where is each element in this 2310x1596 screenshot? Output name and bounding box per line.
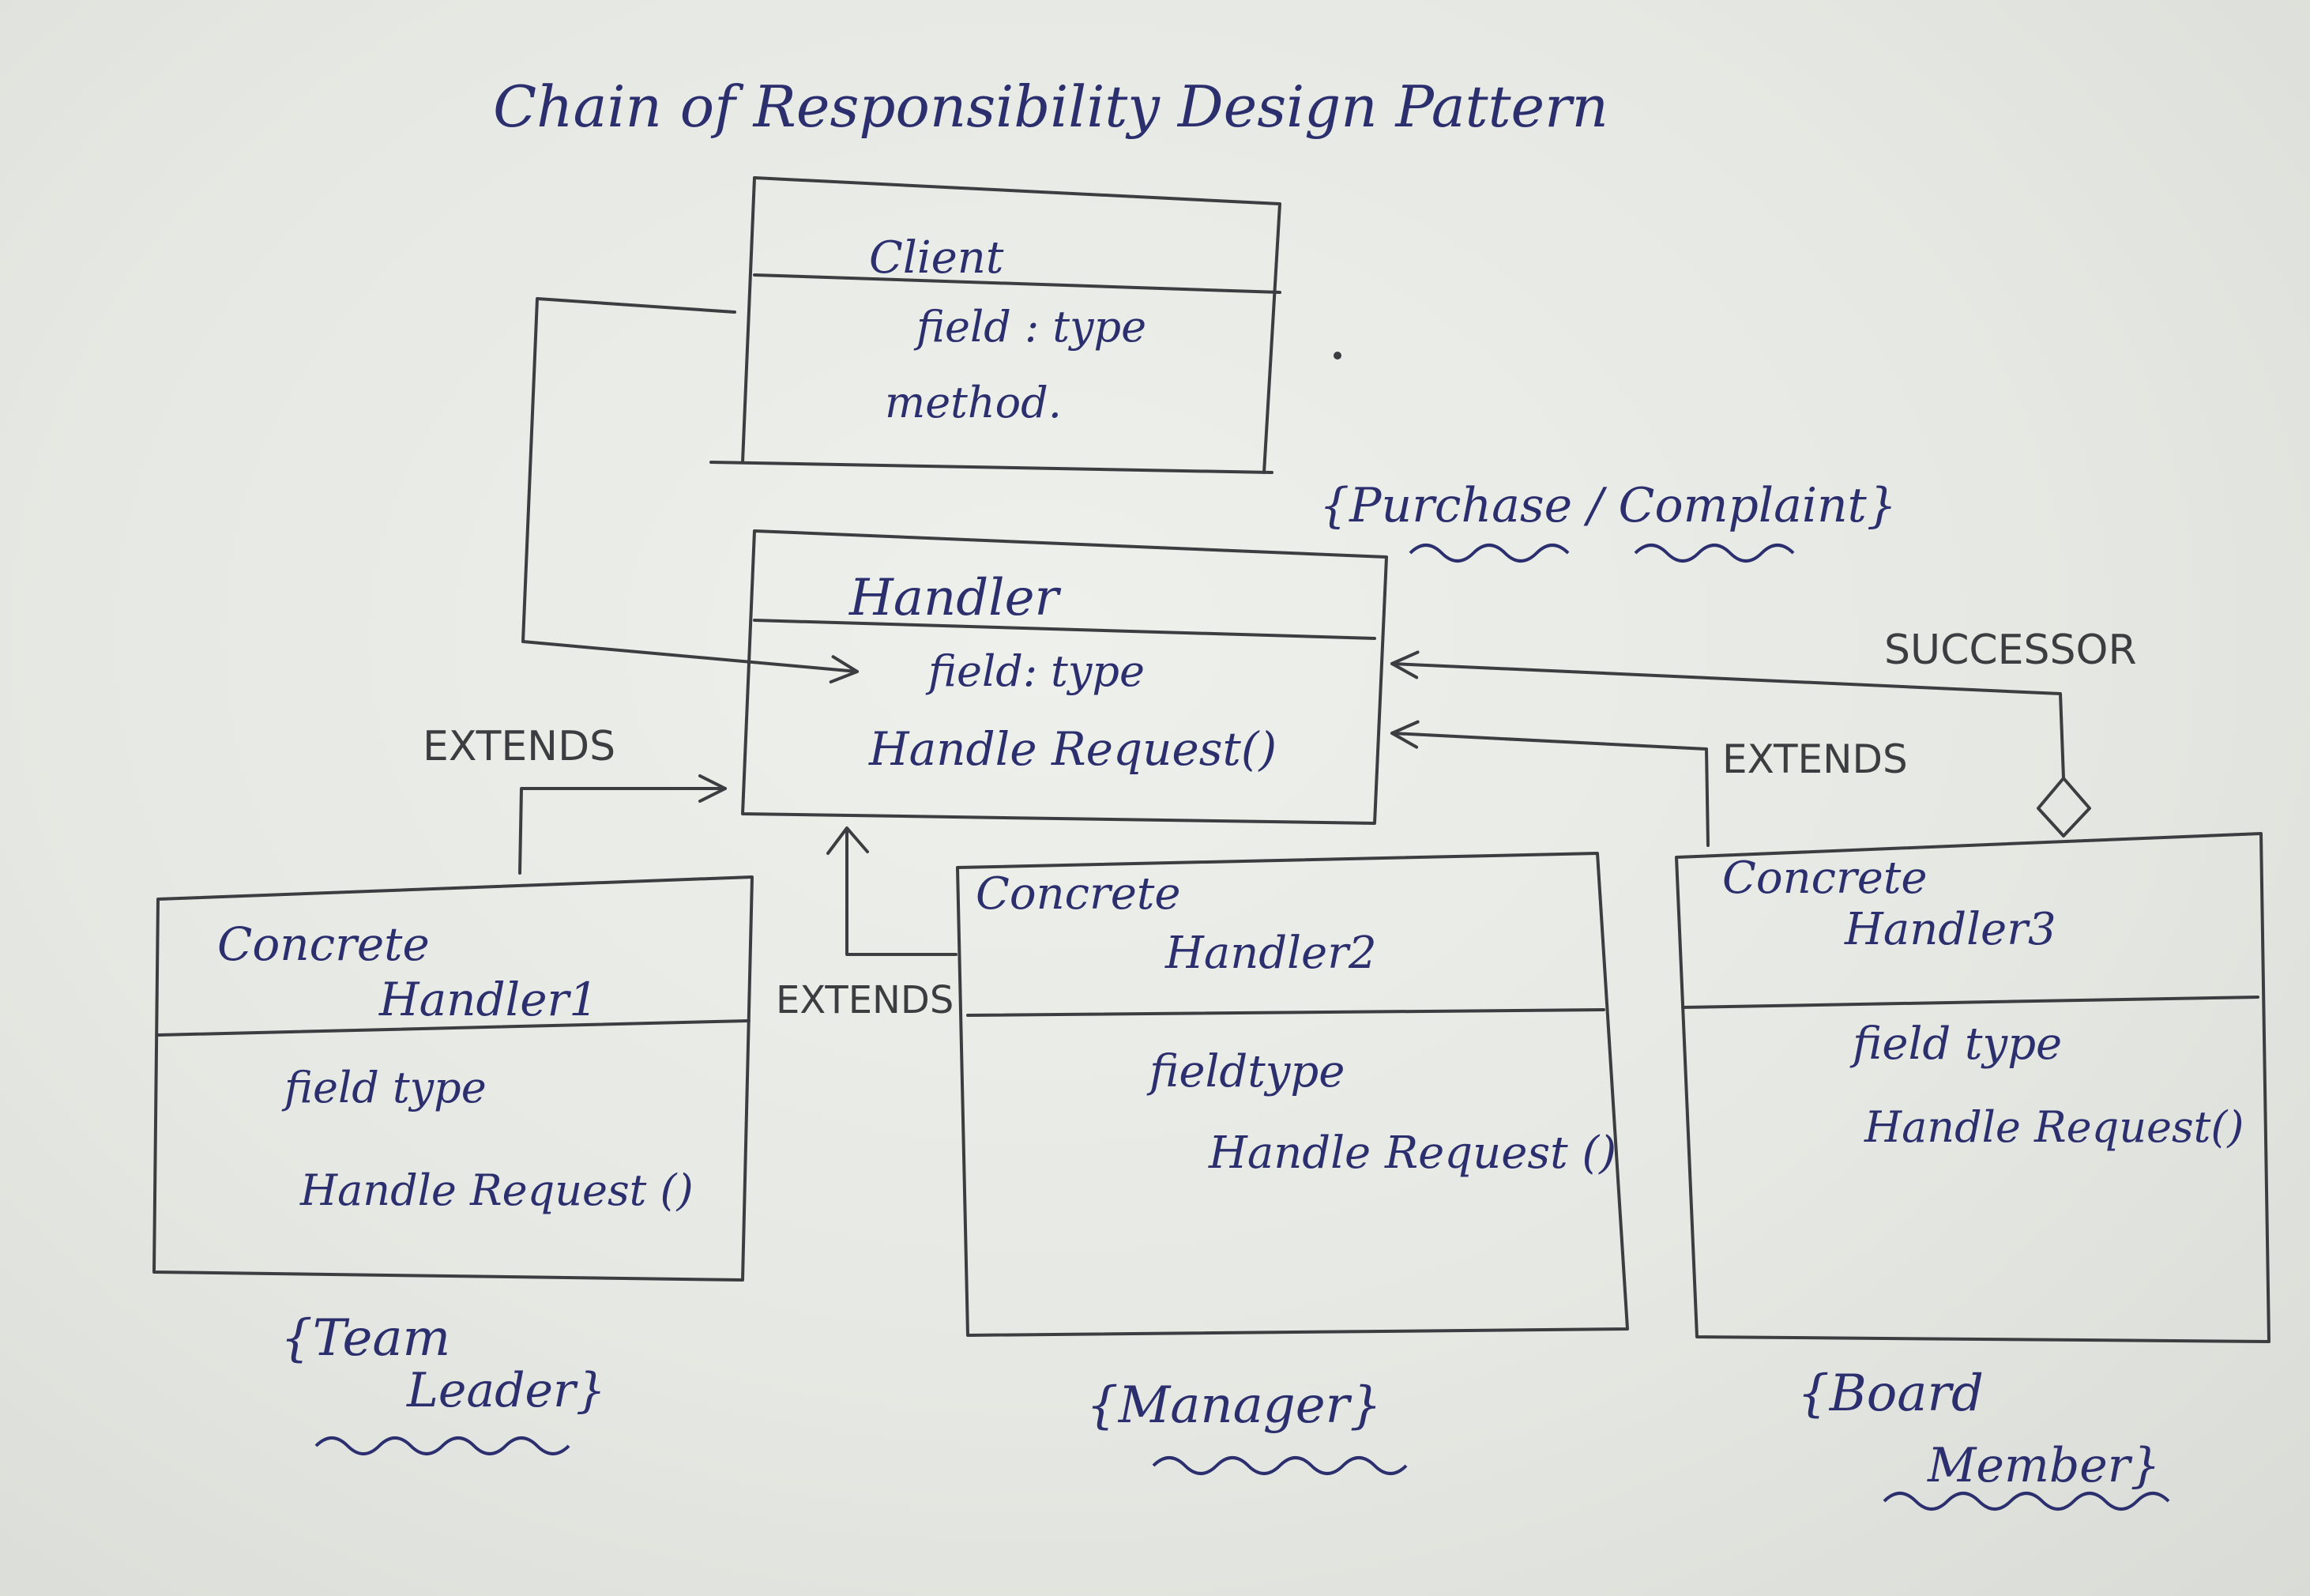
concrete-handler3-annotation-line1: {Board: [1797, 1365, 1984, 1423]
extends-label-left: EXTENDS: [423, 723, 615, 770]
client-method: method.: [885, 378, 1062, 427]
successor-diamond: [2037, 777, 2091, 838]
concrete-handler1-annotation-line1: {Team: [280, 1309, 450, 1368]
concrete-handler1-annotation-squiggle: [314, 1436, 570, 1455]
handler-annotation-squiggle-1: [1409, 544, 1570, 563]
concrete-handler2-class: Concrete Handler2 fieldtype Handle Reque…: [956, 852, 1629, 1337]
handler-method: Handle Request(): [868, 722, 1277, 776]
concrete-handler1-name-line2: Handler1: [378, 973, 598, 1026]
client-handler-association: [521, 297, 859, 684]
handler-class-name: Handler: [848, 569, 1062, 627]
concrete-handler1-method: Handle Request (): [299, 1165, 694, 1215]
handler-annotation: {Purchase / Complaint}: [1319, 478, 1897, 533]
concrete-handler3-class: Concrete Handler3 field type Handle Requ…: [1675, 832, 2270, 1343]
concrete-handler1-annotation-line2: Leader}: [406, 1363, 606, 1418]
extends-arrow-middle-head: [826, 826, 869, 855]
concrete-handler3-name-line2: Handler3: [1844, 904, 2056, 955]
concrete-handler2-method: Handle Request (): [1208, 1127, 1616, 1179]
extends-label-right: EXTENDS: [1722, 736, 1908, 782]
concrete-handler2-annotation: {Manager}: [1086, 1376, 1382, 1435]
client-class: Client field : type method.: [709, 176, 1341, 474]
concrete-handler2-field: fieldtype: [1146, 1046, 1345, 1097]
concrete-handler3-field: field type: [1849, 1018, 2062, 1070]
concrete-handler2-name-line1: Concrete: [976, 868, 1181, 920]
concrete-handler1-class: Concrete Handler1 field type Handle Requ…: [152, 875, 754, 1282]
handler-class: Handler field: type Handle Request(): [741, 529, 1388, 825]
pencil-dot: [1334, 352, 1341, 359]
concrete-handler2-annotation-squiggle: [1152, 1456, 1408, 1475]
concrete-handler3-method: Handle Request(): [1864, 1102, 2244, 1152]
client-field: field : type: [913, 302, 1146, 352]
extends-arrow-right: [1390, 720, 1710, 847]
handler-annotation-squiggle-2: [1634, 544, 1795, 563]
concrete-handler3-name-line1: Concrete: [1722, 853, 1928, 904]
successor-aggregation-line: [1390, 650, 2065, 780]
concrete-handler3-annotation-line2: Member}: [1927, 1438, 2161, 1493]
concrete-handler1-field: field type: [281, 1063, 487, 1112]
handler-field: field: type: [925, 646, 1145, 696]
extends-arrow-middle: [845, 828, 957, 956]
diagram-title: Chain of Responsibility Design Pattern: [493, 73, 1608, 140]
successor-label: SUCCESSOR: [1884, 627, 2137, 674]
concrete-handler3-annotation-squiggle: [1883, 1492, 2170, 1511]
extends-arrow-left: [518, 774, 727, 875]
concrete-handler1-name-line1: Concrete: [217, 917, 430, 971]
client-class-name: Client: [869, 232, 1004, 284]
concrete-handler2-name-line2: Handler2: [1164, 928, 1377, 979]
extends-label-middle: EXTENDS: [776, 978, 954, 1022]
